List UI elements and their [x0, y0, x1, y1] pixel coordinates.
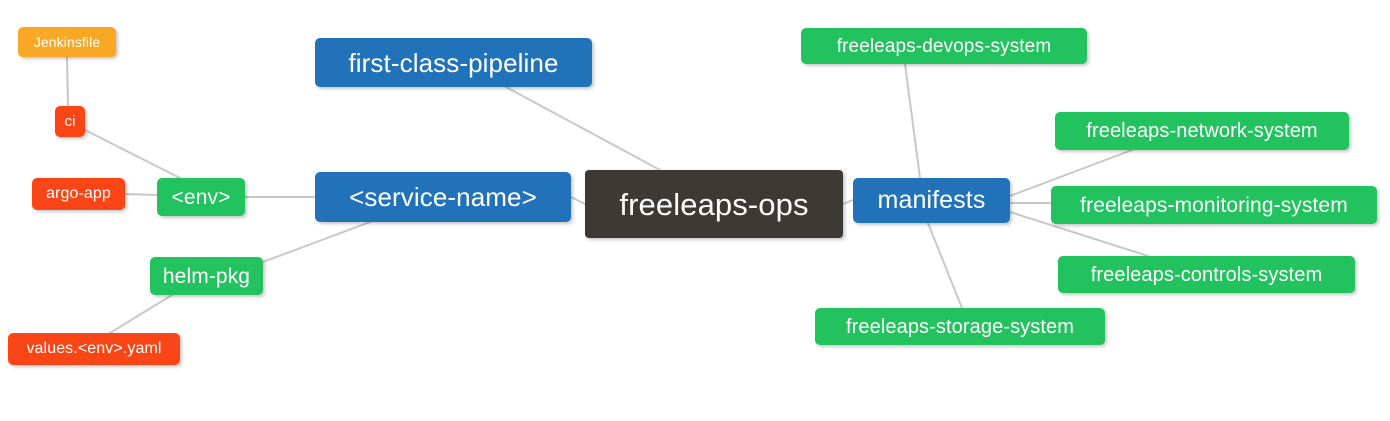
node-first-class-pipeline[interactable]: first-class-pipeline: [315, 38, 592, 87]
edge-root-to-manifests: [842, 199, 854, 205]
edge-root-to-first-class-pipeline: [505, 86, 661, 171]
node-argo-app[interactable]: argo-app: [32, 178, 125, 210]
node-label: freeleaps-storage-system: [845, 315, 1075, 338]
node-ci[interactable]: ci: [55, 106, 85, 137]
node-network-system[interactable]: freeleaps-network-system: [1055, 112, 1349, 150]
node-storage-system[interactable]: freeleaps-storage-system: [815, 308, 1105, 345]
node-label: freeleaps-network-system: [1086, 120, 1318, 142]
node-service-name[interactable]: <service-name>: [315, 172, 571, 222]
edge-env-to-ci: [84, 129, 181, 179]
node-label: manifests: [877, 186, 986, 214]
node-label: <env>: [171, 185, 231, 209]
node-label: argo-app: [46, 185, 111, 202]
node-label: values.<env>.yaml: [26, 340, 162, 357]
node-values-yaml[interactable]: values.<env>.yaml: [8, 333, 180, 365]
node-label: freeleaps-monitoring-system: [1080, 193, 1348, 217]
edge-manifests-to-storage-system: [927, 222, 963, 309]
node-root[interactable]: freeleaps-ops: [585, 170, 843, 238]
edge-env-to-argo-app: [124, 193, 158, 196]
edge-helm-pkg-to-values-yaml: [109, 294, 173, 334]
edge-manifests-to-devops-system: [904, 63, 921, 179]
node-label: helm-pkg: [162, 264, 251, 288]
node-label: freeleaps-ops: [619, 186, 809, 222]
node-label: <service-name>: [349, 182, 537, 212]
node-monitoring-system[interactable]: freeleaps-monitoring-system: [1051, 186, 1377, 224]
node-label: first-class-pipeline: [348, 47, 559, 78]
node-label: freeleaps-devops-system: [836, 35, 1052, 57]
node-env[interactable]: <env>: [157, 178, 245, 216]
node-label: freeleaps-controls-system: [1090, 263, 1323, 286]
node-label: ci: [64, 113, 76, 130]
node-label: Jenkinsfile: [33, 34, 101, 50]
node-helm-pkg[interactable]: helm-pkg: [150, 257, 263, 295]
edge-root-to-service-name: [570, 196, 586, 205]
node-controls-system[interactable]: freeleaps-controls-system: [1058, 256, 1355, 293]
edge-service-name-to-helm-pkg: [262, 221, 371, 263]
node-manifests[interactable]: manifests: [853, 178, 1010, 223]
node-jenkinsfile[interactable]: Jenkinsfile: [18, 27, 116, 57]
node-devops-system[interactable]: freeleaps-devops-system: [801, 28, 1087, 64]
edge-ci-to-jenkinsfile: [66, 56, 69, 107]
